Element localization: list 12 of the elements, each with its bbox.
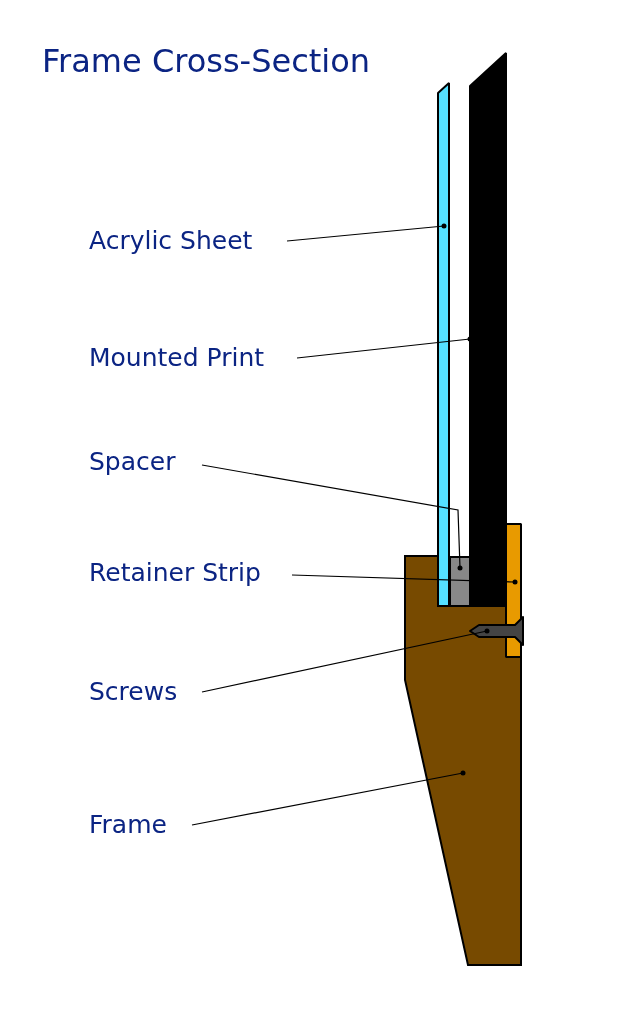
part-label: Frame	[89, 810, 167, 840]
part-label: Acrylic Sheet	[89, 226, 253, 256]
diagram-title: Frame Cross-Section	[42, 42, 371, 80]
leader-line	[286, 223, 447, 242]
leader-line	[191, 770, 466, 826]
leader-line	[291, 574, 518, 585]
part-label: Screws	[89, 677, 178, 707]
part-label: Mounted Print	[89, 343, 265, 373]
leader-line	[201, 628, 490, 693]
part-label: Spacer	[89, 447, 176, 477]
leader-line	[201, 464, 463, 571]
part-label: Retainer Strip	[89, 558, 261, 588]
